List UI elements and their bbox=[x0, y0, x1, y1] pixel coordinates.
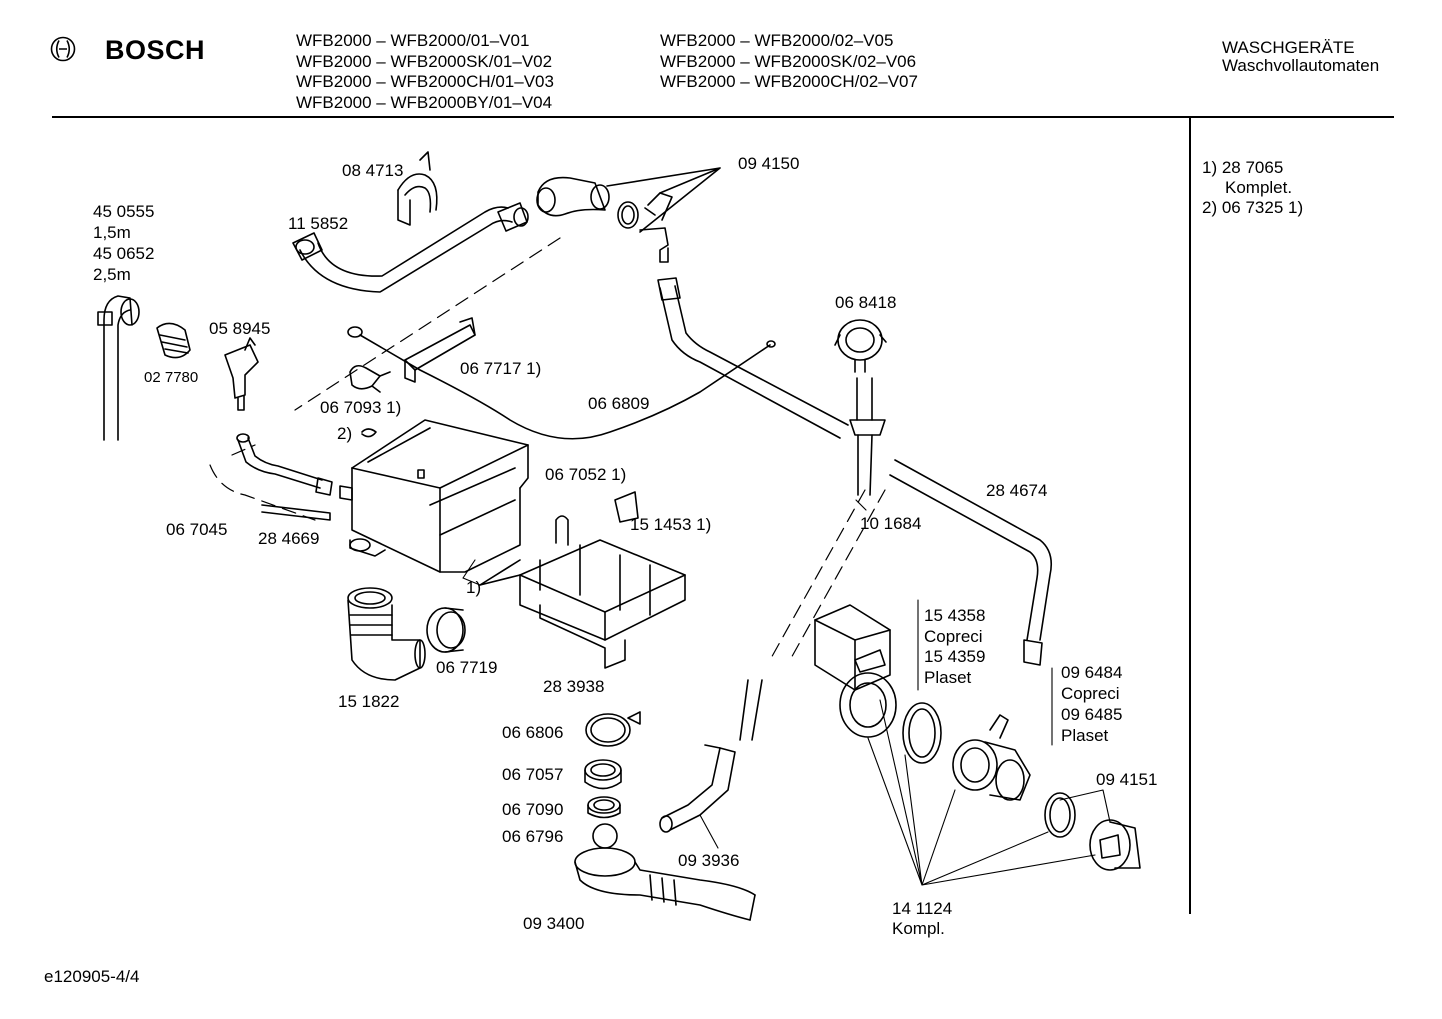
model-line: WFB2000 – WFB2000/01–V01 bbox=[296, 31, 530, 50]
model-line: WFB2000 – WFB2000SK/02–V06 bbox=[660, 52, 917, 71]
pressure-switch-part bbox=[834, 319, 887, 496]
model-line: WFB2000 – WFB2000BY/01–V04 bbox=[296, 93, 553, 112]
air-hose-part bbox=[657, 277, 1053, 666]
label-15-1453: 15 1453 1) bbox=[630, 515, 712, 534]
bellows-part bbox=[347, 587, 426, 681]
pump-housing-part bbox=[952, 714, 1031, 801]
filter-cap-part bbox=[1044, 792, 1141, 871]
label-08-4713: 08 4713 bbox=[342, 161, 404, 180]
label-09-6485: 09 6485 bbox=[1061, 705, 1123, 724]
leader-lines bbox=[462, 499, 1111, 886]
category-subtitle: Waschvollautomaten bbox=[1222, 56, 1380, 75]
note-2: 2) 06 7325 1) bbox=[1202, 198, 1304, 217]
dispenser-housing-part bbox=[339, 419, 529, 573]
label-09-4151: 09 4151 bbox=[1096, 770, 1158, 789]
bracket-part bbox=[404, 317, 476, 383]
label-note-1: 1) bbox=[466, 578, 482, 597]
inlet-connector-part bbox=[97, 295, 140, 441]
label-10-1684: 10 1684 bbox=[860, 514, 922, 533]
label-06-7052: 06 7052 1) bbox=[545, 465, 627, 484]
label-09-4150: 09 4150 bbox=[738, 154, 800, 173]
label-15-4358: 15 4358 bbox=[924, 606, 986, 625]
label-14-1124: 14 1124 bbox=[892, 899, 953, 918]
clamp-part bbox=[397, 151, 438, 226]
sump-part bbox=[574, 847, 756, 921]
label-06-6809: 06 6809 bbox=[588, 394, 650, 413]
label-copreci-1: Copreci bbox=[924, 627, 983, 646]
label-06-6806: 06 6806 bbox=[502, 723, 564, 742]
label-06-7093: 06 7093 1) bbox=[320, 398, 402, 417]
note-1: 1) 28 7065 bbox=[1202, 158, 1284, 177]
filter-part bbox=[156, 322, 191, 359]
drain-hose-part bbox=[659, 679, 763, 833]
header-divider bbox=[52, 116, 1394, 118]
label-28-4674: 28 4674 bbox=[986, 481, 1048, 500]
detergent-drawer-part bbox=[479, 539, 686, 669]
label-28-3938: 28 3938 bbox=[543, 677, 605, 696]
small-clip-part bbox=[555, 491, 639, 546]
label-45-0555: 45 0555 bbox=[93, 202, 155, 221]
bosch-logo-icon bbox=[50, 36, 76, 62]
label-copreci-2: Copreci bbox=[1061, 684, 1120, 703]
gasket-stack-part bbox=[584, 711, 641, 849]
model-line: WFB2000 – WFB2000SK/01–V02 bbox=[296, 52, 553, 71]
label-09-6484: 09 6484 bbox=[1061, 663, 1123, 682]
label-06-8418: 06 8418 bbox=[835, 293, 897, 312]
alignment-lines bbox=[209, 237, 886, 661]
label-plaset-1: Plaset bbox=[924, 668, 972, 687]
wire-part bbox=[347, 326, 776, 440]
inlet-hose-part bbox=[292, 202, 529, 293]
brand-name: BOSCH bbox=[105, 35, 206, 65]
label-15-1822: 15 1822 bbox=[338, 692, 400, 711]
label-06-7045: 06 7045 bbox=[166, 520, 228, 539]
label-15-4359: 15 4359 bbox=[924, 647, 986, 666]
model-line: WFB2000 – WFB2000/02–V05 bbox=[660, 31, 894, 50]
label-28-4669: 28 4669 bbox=[258, 529, 320, 548]
seal-part bbox=[426, 607, 466, 653]
label-05-8945: 05 8945 bbox=[209, 319, 271, 338]
label-06-7090: 06 7090 bbox=[502, 800, 564, 819]
note-1-detail: Komplet. bbox=[1225, 178, 1293, 197]
model-line: WFB2000 – WFB2000CH/02–V07 bbox=[660, 72, 918, 91]
label-09-3400: 09 3400 bbox=[523, 914, 585, 933]
label-kompl: Kompl. bbox=[892, 919, 945, 938]
label-06-7719: 06 7719 bbox=[436, 658, 498, 677]
label-02-7780: 02 7780 bbox=[144, 369, 199, 386]
drawing-id: e120905-4/4 bbox=[44, 967, 140, 986]
label-06-7057: 06 7057 bbox=[502, 765, 564, 784]
label-09-3936: 09 3936 bbox=[678, 851, 740, 870]
category-title: WASCHGERÄTE bbox=[1222, 38, 1355, 57]
short-hose-part bbox=[236, 433, 333, 521]
fitting-part bbox=[349, 364, 391, 393]
valve-part bbox=[224, 337, 259, 411]
label-length-2-5m: 2,5m bbox=[93, 265, 131, 284]
label-11-5852: 11 5852 bbox=[288, 214, 349, 233]
label-45-0652: 45 0652 bbox=[93, 244, 155, 263]
label-plaset-2: Plaset bbox=[1061, 726, 1109, 745]
model-line: WFB2000 – WFB2000CH/01–V03 bbox=[296, 72, 554, 91]
elbow-part bbox=[536, 167, 721, 263]
drain-pump-part bbox=[814, 604, 942, 764]
notes-divider bbox=[1189, 118, 1191, 914]
label-note-2: 2) bbox=[337, 424, 353, 443]
label-length-1-5m: 1,5m bbox=[93, 223, 131, 242]
clip-part bbox=[361, 428, 377, 438]
label-06-7717: 06 7717 1) bbox=[460, 359, 542, 378]
label-06-6796: 06 6796 bbox=[502, 827, 564, 846]
